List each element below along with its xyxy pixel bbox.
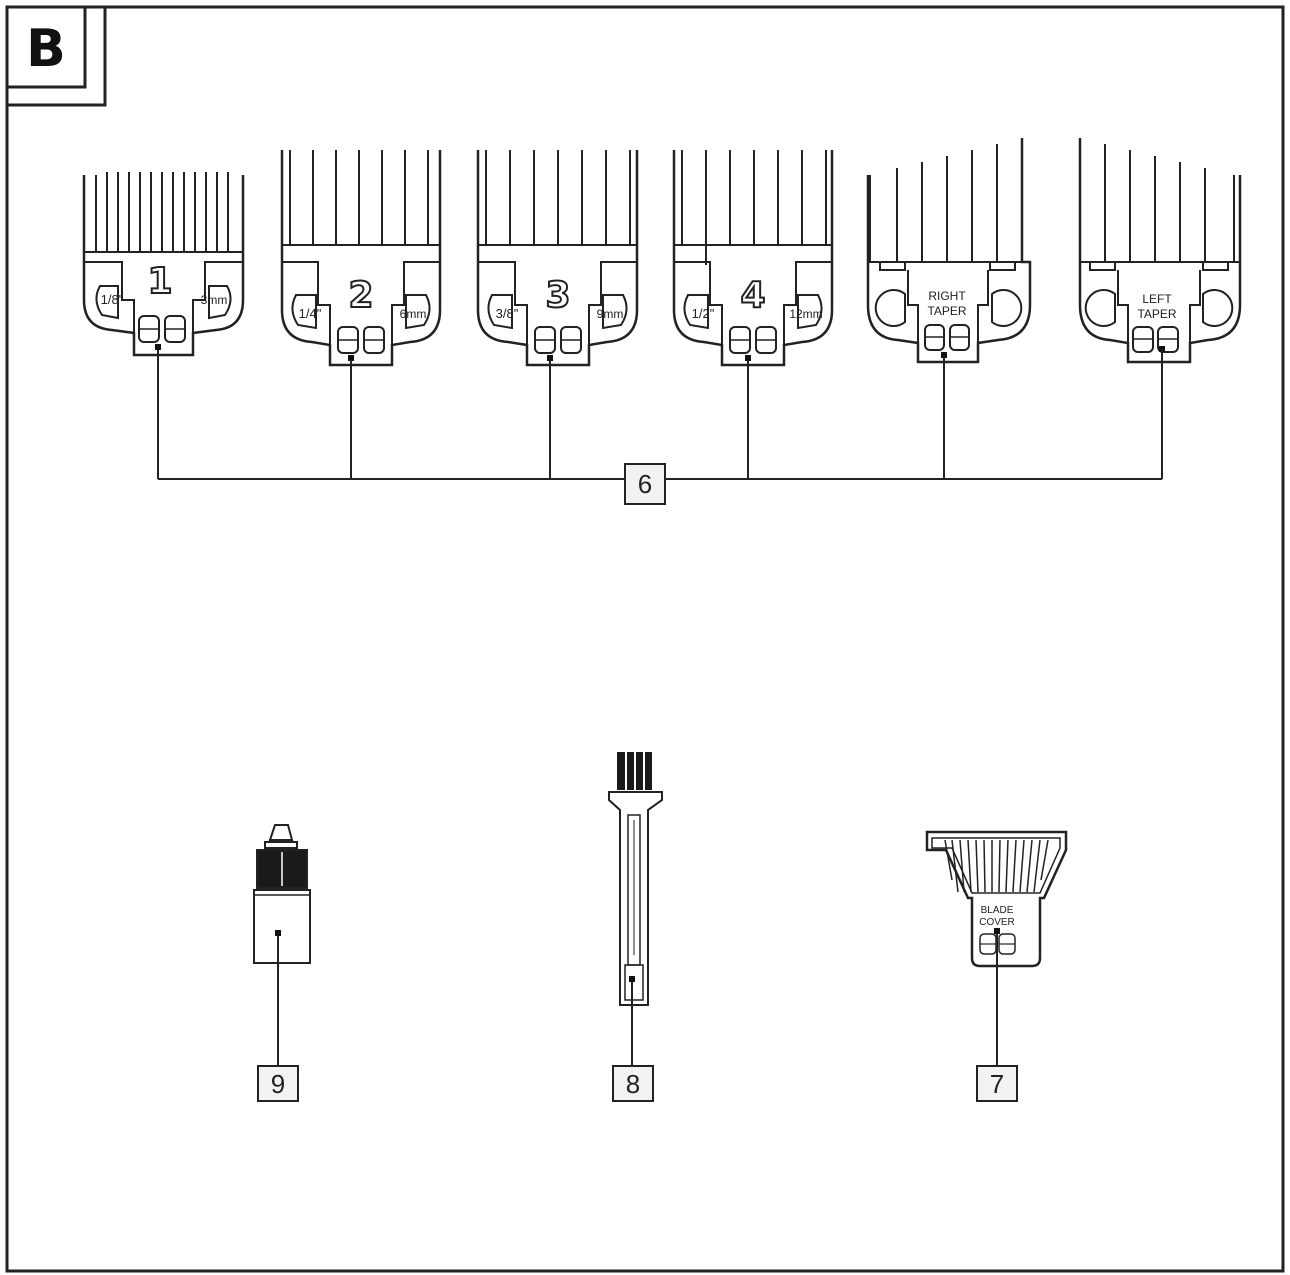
- guard-number: 2: [348, 275, 373, 316]
- guard-number: 4: [740, 275, 765, 316]
- blade-cover-label-line1: BLADE: [981, 905, 1014, 916]
- taper-label-line2: TAPER: [1137, 307, 1176, 321]
- guard-size-inch: 1/4": [299, 306, 322, 321]
- section-letter: B: [26, 19, 66, 79]
- callout-9-label: 9: [271, 1069, 285, 1099]
- guard-size-inch: 1/8": [101, 292, 124, 307]
- callout-6-label: 6: [638, 469, 652, 499]
- taper-label-line1: LEFT: [1142, 292, 1172, 306]
- guard-number: 3: [545, 275, 570, 316]
- guard-size-inch: 3/8": [496, 306, 519, 321]
- guard-size-mm: 12mm: [789, 307, 822, 321]
- section-label: B: [5, 5, 107, 107]
- callout-6: 6: [624, 463, 666, 505]
- outer-frame: [5, 5, 1285, 1273]
- guard-number: 1: [147, 261, 172, 302]
- blade-cover-label-line2: COVER: [979, 917, 1015, 928]
- right-taper-guard: RIGHT TAPER: [866, 138, 1032, 364]
- guard-comb-1: 1 1/8" 3mm: [82, 172, 245, 357]
- guard-size-mm: 6mm: [400, 307, 427, 321]
- callout-8-label: 8: [626, 1069, 640, 1099]
- guard-size-mm: 3mm: [201, 293, 228, 307]
- guard-size-inch: 1/2": [692, 306, 715, 321]
- left-taper-guard: LEFT TAPER: [1078, 138, 1242, 364]
- callout-7-label: 7: [990, 1069, 1004, 1099]
- taper-label-line2: TAPER: [927, 304, 966, 318]
- guard-comb-2: 2 1/4" 6mm: [280, 150, 442, 367]
- cleaning-brush: 8: [608, 752, 663, 1102]
- guard-comb-3: 3 3/8" 9mm: [476, 150, 639, 367]
- guards-leader-lines: [157, 350, 1163, 480]
- guard-size-mm: 9mm: [597, 307, 624, 321]
- blade-cover: BLADE COVER 7: [925, 830, 1068, 1102]
- oil-bottle: 9: [253, 824, 311, 1102]
- guard-comb-4: 4 1/2" 12mm: [672, 150, 834, 367]
- taper-label-line1: RIGHT: [928, 289, 966, 303]
